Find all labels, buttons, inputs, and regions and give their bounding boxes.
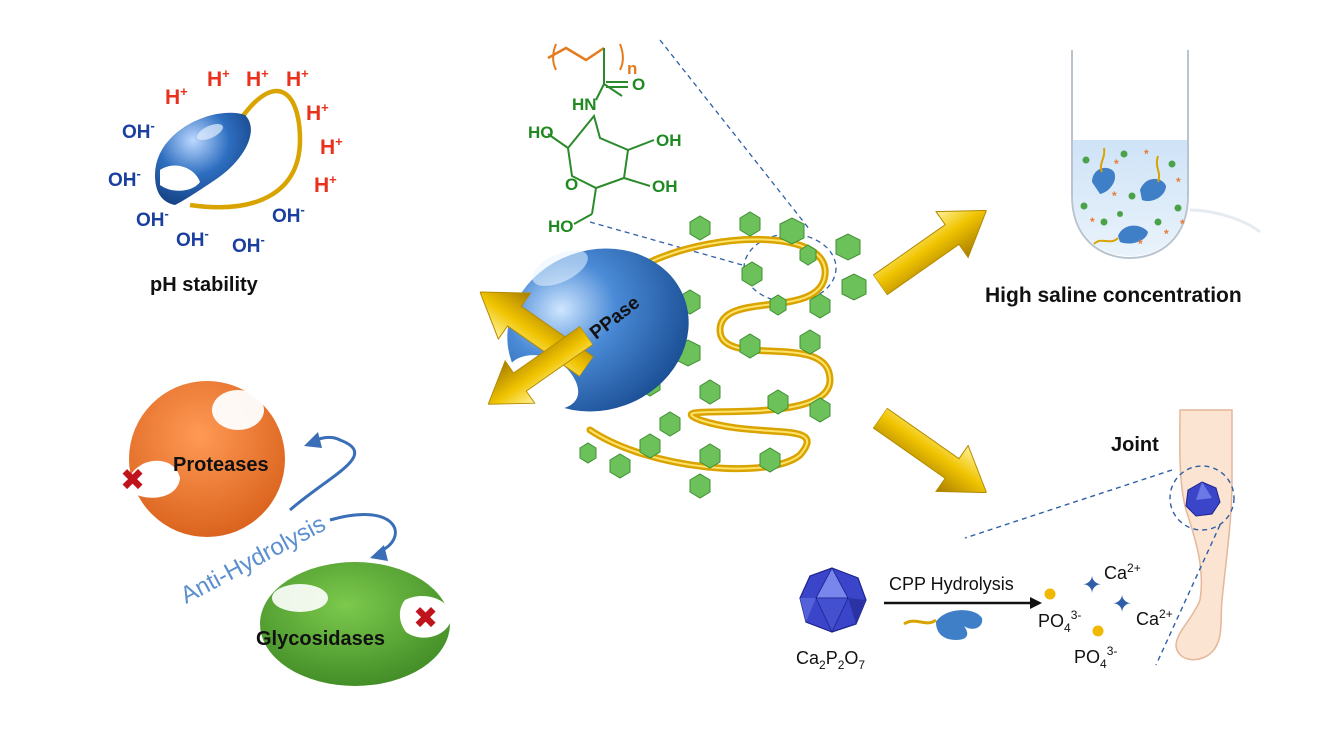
knee-zoom-circle: [1169, 465, 1235, 531]
phosphate-ion-label: PO43-: [1038, 608, 1081, 635]
oh-ion: OH-: [272, 202, 305, 227]
oh-ion: OH-: [136, 206, 169, 231]
svg-text:*: *: [1176, 175, 1181, 189]
arrow-to-joint: [863, 394, 1004, 517]
proteases-sphere: Proteases ✖: [120, 381, 285, 537]
svg-text:*: *: [1112, 189, 1117, 203]
saline-title: High saline concentration: [985, 284, 1242, 307]
sugar-unit: [799, 244, 817, 266]
ph-stability-title: pH stability: [150, 274, 259, 296]
saline-enzyme: [1118, 225, 1148, 244]
calcium-ion-label: Ca2+: [1104, 561, 1141, 583]
sugar-unit: [741, 261, 763, 287]
h-ion: H+: [207, 66, 230, 91]
anti-hydrolysis-panel: Proteases ✖ Glycosidases ✖ Anti-Hydrolys…: [120, 381, 452, 686]
sugar-unit: [809, 397, 831, 423]
oh-label-3: OH: [652, 177, 678, 196]
zoom-line-bottom: [589, 221, 761, 271]
svg-text:*: *: [1180, 217, 1185, 231]
ph-enzyme-icon: [155, 112, 251, 205]
repeat-subscript: n: [627, 59, 637, 78]
hydrolysis-arrow-top: [289, 435, 357, 512]
svg-text:*: *: [1144, 147, 1149, 161]
sugar-unit: [659, 411, 681, 437]
hydrolysis-arrow-bottom: [329, 513, 397, 554]
sugar-unit: [689, 473, 711, 499]
svg-text:*: *: [1164, 227, 1169, 241]
sugar-unit: [835, 233, 861, 261]
h-ion: H+: [246, 66, 269, 91]
sugar-unit: [841, 273, 867, 301]
calcium-star-icon: ✦: [1082, 572, 1102, 599]
calcium-ion-label: Ca2+: [1136, 607, 1173, 629]
sugar-unit: [767, 389, 789, 415]
sugar-unit: [639, 433, 661, 459]
sugar-unit: [769, 294, 787, 316]
phosphate-dot: [1044, 588, 1056, 600]
glycosidases-label: Glycosidases: [256, 628, 385, 650]
carbonyl-o: O: [632, 75, 645, 94]
saline-enzyme: [1092, 167, 1116, 194]
sugar-unit: [739, 333, 761, 359]
oh-ion: OH-: [108, 166, 141, 191]
sugar-unit: [689, 215, 711, 241]
phosphate-dot: [1092, 625, 1104, 637]
h-ion: H+: [286, 66, 309, 91]
cpp-crystal-icon: [799, 567, 867, 633]
test-tube: [1071, 50, 1189, 260]
sugar-unit: [579, 442, 597, 464]
oh-label-2: OH: [656, 131, 682, 150]
h-ion: H+: [314, 172, 337, 197]
joint-panel: Joint Ca2P2O7 CPP Hydrolysis ✦ ✦ Ca2+: [796, 409, 1235, 672]
sugar-hexagons: [579, 211, 867, 499]
h-ion: H+: [165, 84, 188, 109]
zoom-line-top: [659, 39, 811, 231]
center-construct: PPase: [507, 39, 867, 499]
oh-ion: OH-: [176, 226, 209, 251]
proteases-label: Proteases: [173, 454, 269, 476]
ph-tether: [189, 88, 303, 210]
knee-crystal-icon: [1185, 481, 1221, 517]
oh-ion: OH-: [122, 118, 155, 143]
protease-block-icon: ✖: [120, 464, 145, 497]
calcium-star-icon: ✦: [1112, 591, 1132, 618]
svg-text:*: *: [1090, 215, 1095, 229]
phosphate-ion-label: PO43-: [1074, 644, 1117, 671]
h-ion: H+: [320, 134, 343, 159]
h-ion: H+: [306, 100, 329, 125]
nh-label: HN: [572, 95, 597, 114]
reaction-label: CPP Hydrolysis: [889, 574, 1014, 594]
oh-ion: OH-: [232, 232, 265, 257]
reactant-formula: Ca2P2O7: [796, 648, 865, 672]
ph-stability-panel: H+ H+ H+ H+ H+ H+ H+ OH- OH- OH- OH- OH-…: [108, 66, 343, 296]
reaction-enzyme-icon: [936, 610, 983, 640]
sugar-unit: [799, 329, 821, 355]
glycosidase-block-icon: ✖: [413, 602, 438, 635]
sugar-unit: [609, 453, 631, 479]
arrow-to-saline: [863, 186, 1004, 309]
joint-title: Joint: [1111, 434, 1159, 456]
sugar-unit: [779, 217, 805, 245]
saline-dots: [1080, 150, 1182, 226]
sugar-unit: [809, 293, 831, 319]
sugar-unit: [739, 211, 761, 237]
sugar-unit: [759, 447, 781, 473]
saline-enzyme: [1140, 178, 1166, 202]
leg-illustration: [1175, 409, 1233, 661]
sugar-unit: [699, 443, 721, 469]
oh-label-4: HO: [548, 217, 574, 236]
svg-text:*: *: [1114, 157, 1119, 171]
sugar-unit: [699, 379, 721, 405]
ring-o-label: O: [565, 175, 578, 194]
svg-text:*: *: [1138, 237, 1143, 251]
oh-label-1: HO: [528, 123, 554, 142]
saline-panel: * * * * * * * * High saline concentration: [985, 50, 1261, 307]
saline-cations: * * * * * * * *: [1090, 147, 1185, 251]
glycosidases-sphere: Glycosidases ✖: [256, 562, 452, 686]
glycomonomer-structure: n O HN HO OH OH HO O: [528, 43, 682, 236]
